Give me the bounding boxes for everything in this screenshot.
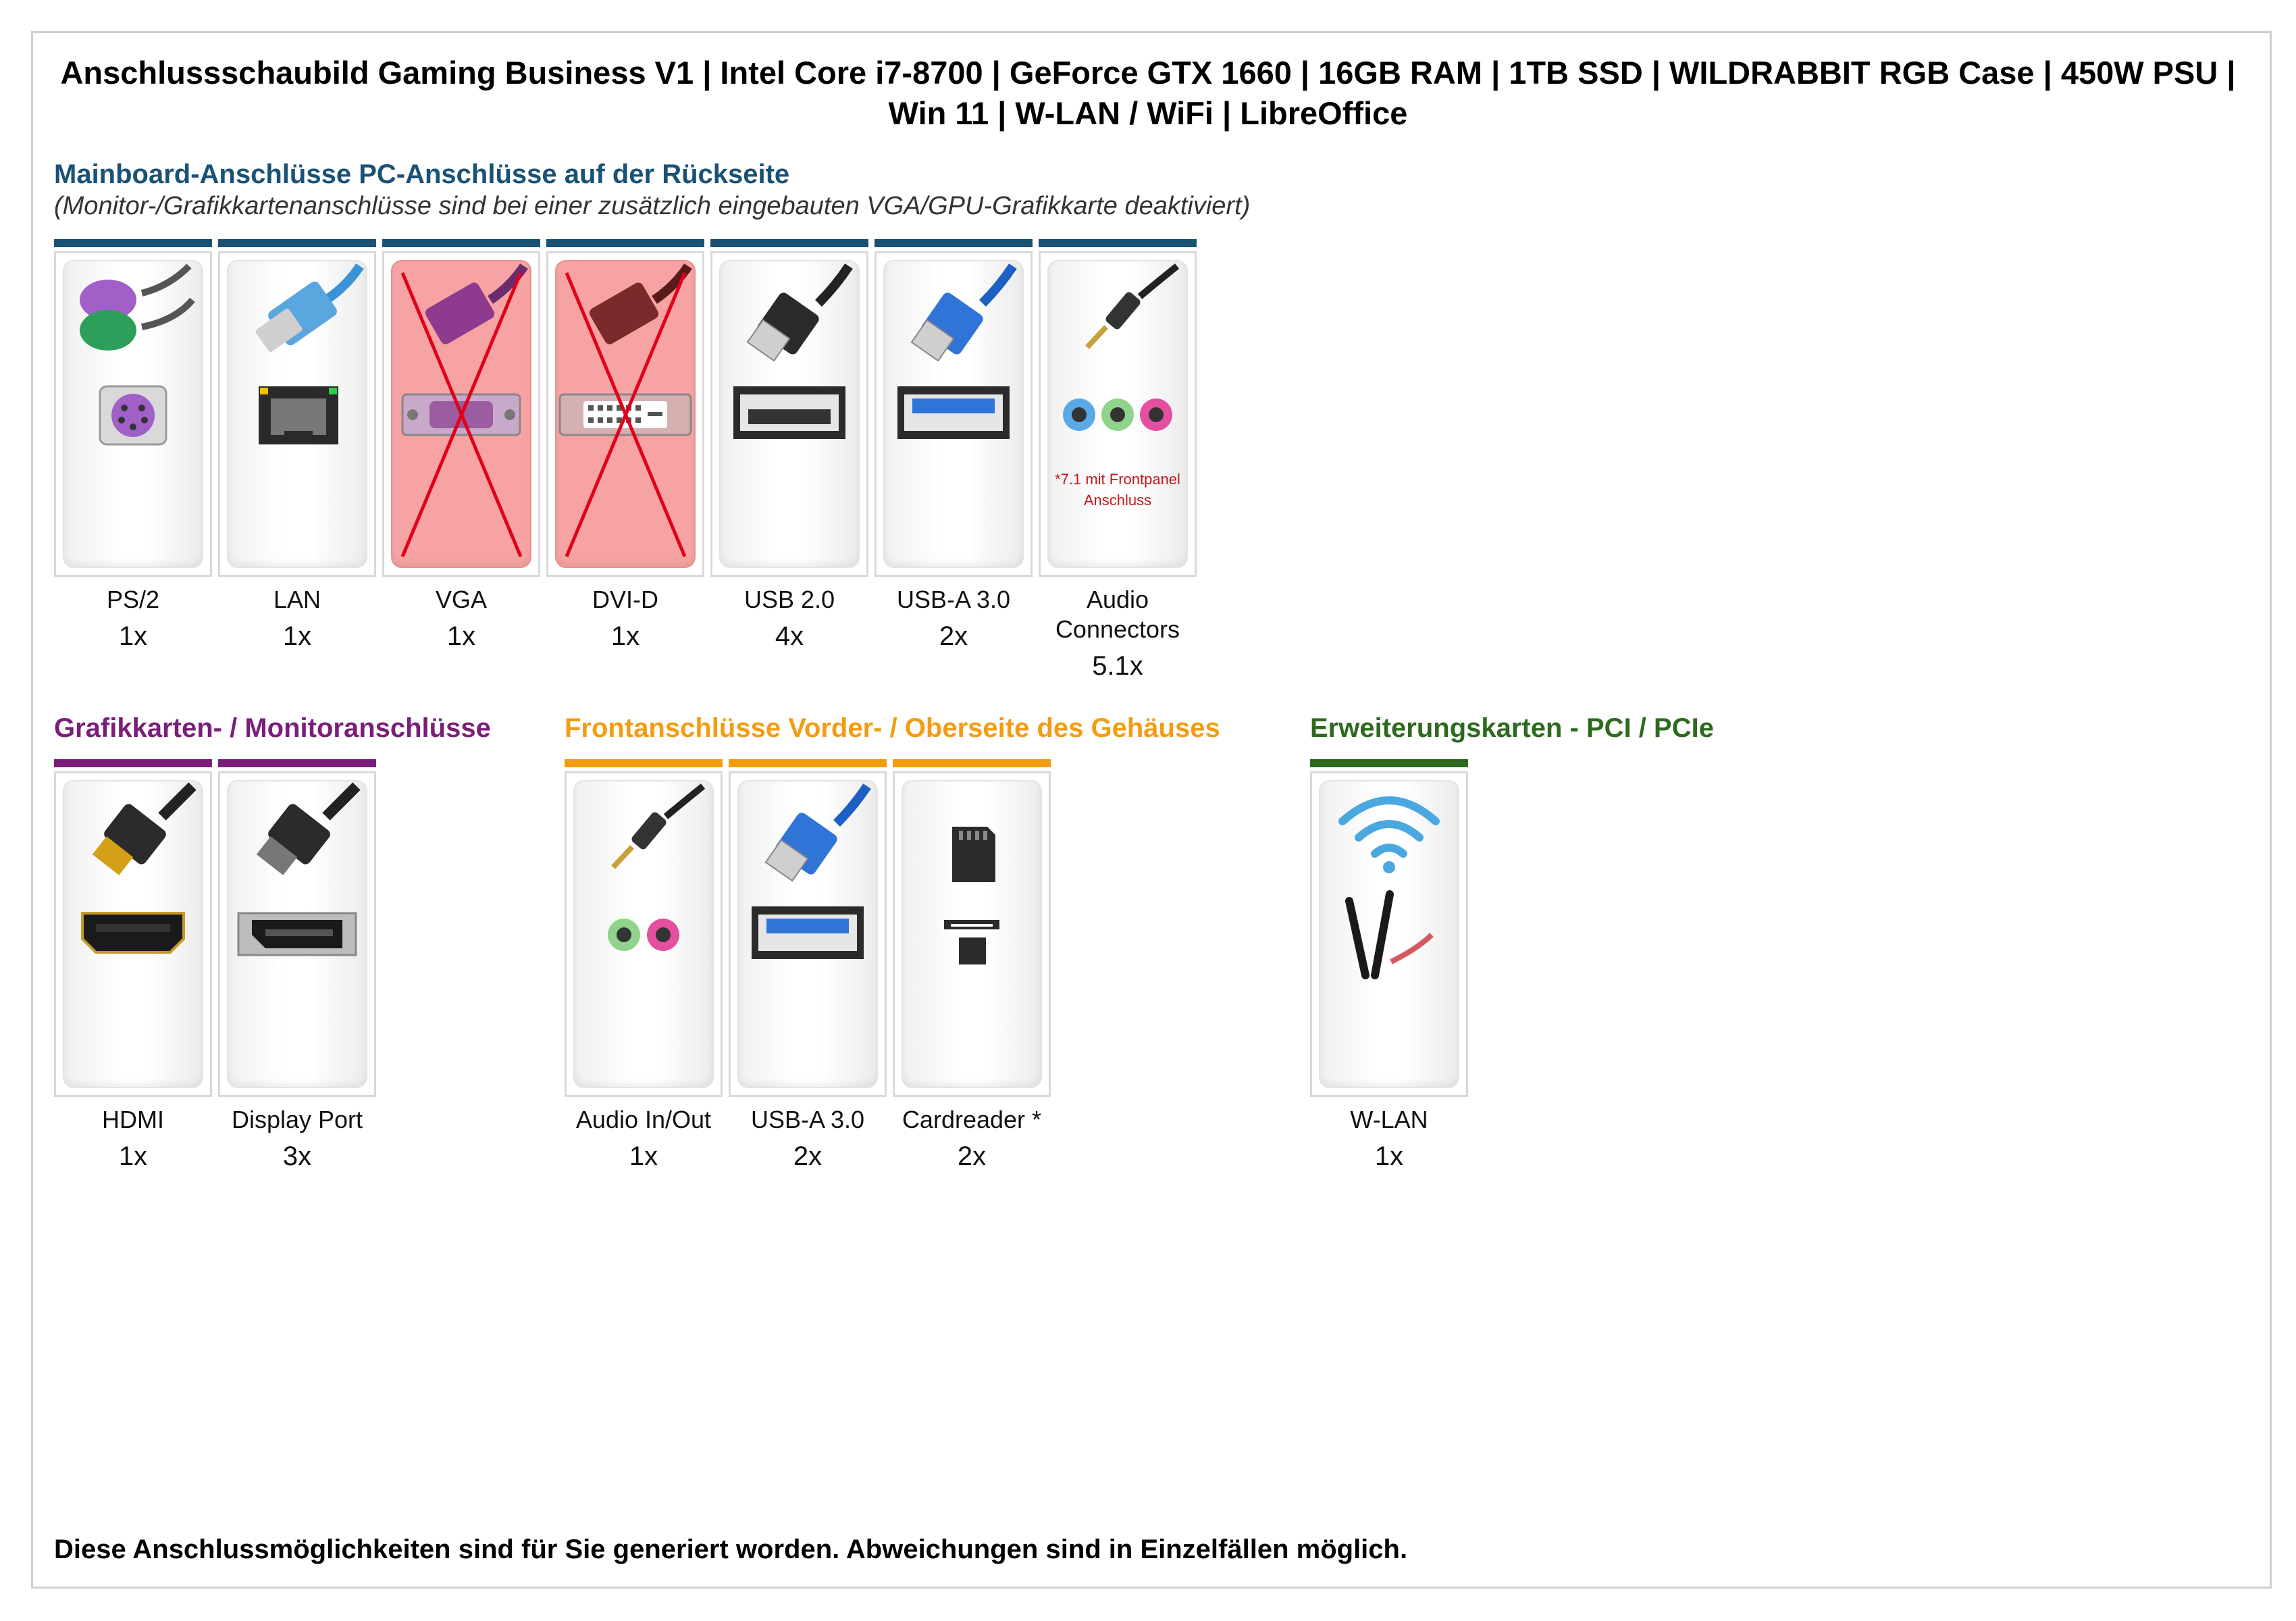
port-label: DVI-D (592, 586, 658, 613)
port-label: Display Port (231, 1106, 363, 1133)
mainboard-section-title: Mainboard-Anschlüsse PC-Anschlüsse auf d… (54, 159, 790, 189)
port-count: 1x (118, 1141, 148, 1171)
mainboard-section-subtitle: (Monitor-/Grafikkartenanschlüsse sind be… (54, 192, 1251, 220)
port-card-wlan (1310, 759, 1468, 1097)
gpu-section-title: Grafikkarten- / Monitoranschlüsse (54, 713, 491, 743)
audio-footnote: *7.1 mit Frontpanel Anschluss (1055, 471, 1180, 509)
port-label: USB 2.0 (743, 586, 835, 613)
port-label: USB-A 3.0 (750, 1106, 865, 1133)
port-label: HDMI (102, 1106, 164, 1133)
port-card-audio-front (565, 759, 723, 1097)
card-accent-bar (218, 239, 376, 247)
port-count: 5.1x (1092, 651, 1143, 681)
card-accent-bar (546, 239, 704, 247)
wlan-icon (1338, 796, 1440, 979)
hdmi-icon (81, 782, 197, 954)
port-label: LAN (273, 586, 321, 613)
vga-icon (401, 263, 528, 436)
card-accent-bar (565, 759, 723, 767)
port-card-audio: *7.1 mit Frontpanel Anschluss (1039, 239, 1197, 577)
port-count: 1x (1374, 1141, 1404, 1171)
port-label: USB-A 3.0 (896, 586, 1011, 613)
port-count: 1x (446, 621, 476, 651)
port-label: Audio In/Out (575, 1106, 712, 1133)
audio-front-icon (608, 783, 706, 951)
port-card-ps2 (54, 239, 212, 577)
page-frame (31, 31, 2272, 1589)
card-accent-bar (54, 239, 212, 247)
audio-icon (1063, 263, 1180, 431)
port-card-displayport (218, 759, 376, 1097)
port-card-lan (218, 239, 376, 577)
lan-icon (255, 263, 364, 444)
ps2-icon (80, 263, 195, 446)
card-accent-bar (382, 239, 540, 247)
port-card-usb2 (710, 239, 868, 577)
port-card-usb3-front (729, 759, 887, 1097)
page-title: Anschlussschaubild Gaming Business V1 | … (60, 55, 2236, 131)
card-accent-bar (729, 759, 887, 767)
port-count: 2x (793, 1141, 823, 1171)
card-accent-bar (1039, 239, 1197, 247)
card-box (218, 251, 376, 577)
card-box (1310, 771, 1468, 1097)
port-label: W-LAN (1350, 1106, 1428, 1133)
port-card-dvi (546, 239, 704, 577)
port-count: 1x (118, 621, 148, 651)
usb2-icon (733, 263, 853, 439)
front-section-title: Frontanschlüsse Vorder- / Oberseite des … (565, 713, 1220, 743)
port-count: 3x (282, 1141, 312, 1171)
expansion-section-title: Erweiterungskarten - PCI / PCIe (1310, 713, 1714, 743)
port-count: 1x (282, 621, 312, 651)
port-count: 4x (775, 621, 804, 651)
port-label: Cardreader * (902, 1106, 1042, 1133)
footer-disclaimer: Diese Anschlussmöglichkeiten sind für Si… (54, 1535, 1408, 1564)
usb3-icon (897, 263, 1017, 439)
port-count: 1x (629, 1141, 658, 1171)
cardreader-icon (944, 827, 999, 964)
port-count: 2x (939, 621, 968, 651)
card-accent-bar (218, 759, 376, 767)
displayport-icon (237, 782, 361, 956)
disabled-cross-icon (400, 272, 523, 557)
port-card-vga (382, 239, 540, 577)
port-label: VGA (435, 586, 488, 613)
port-count: 1x (610, 621, 640, 651)
card-accent-bar (875, 239, 1033, 247)
card-accent-bar (710, 239, 868, 247)
port-card-usb3 (875, 239, 1033, 577)
port-card-hdmi (54, 759, 212, 1097)
card-accent-bar (893, 759, 1051, 767)
port-count: 2x (957, 1141, 987, 1171)
disabled-cross-icon (565, 272, 687, 557)
usb3-front-icon (752, 783, 871, 959)
card-accent-bar (1310, 759, 1468, 767)
card-panel (1319, 780, 1459, 1088)
port-label: Audio Connectors (1055, 586, 1180, 643)
card-accent-bar (54, 759, 212, 767)
port-card-cardreader (893, 759, 1051, 1097)
port-label: PS/2 (106, 586, 160, 613)
